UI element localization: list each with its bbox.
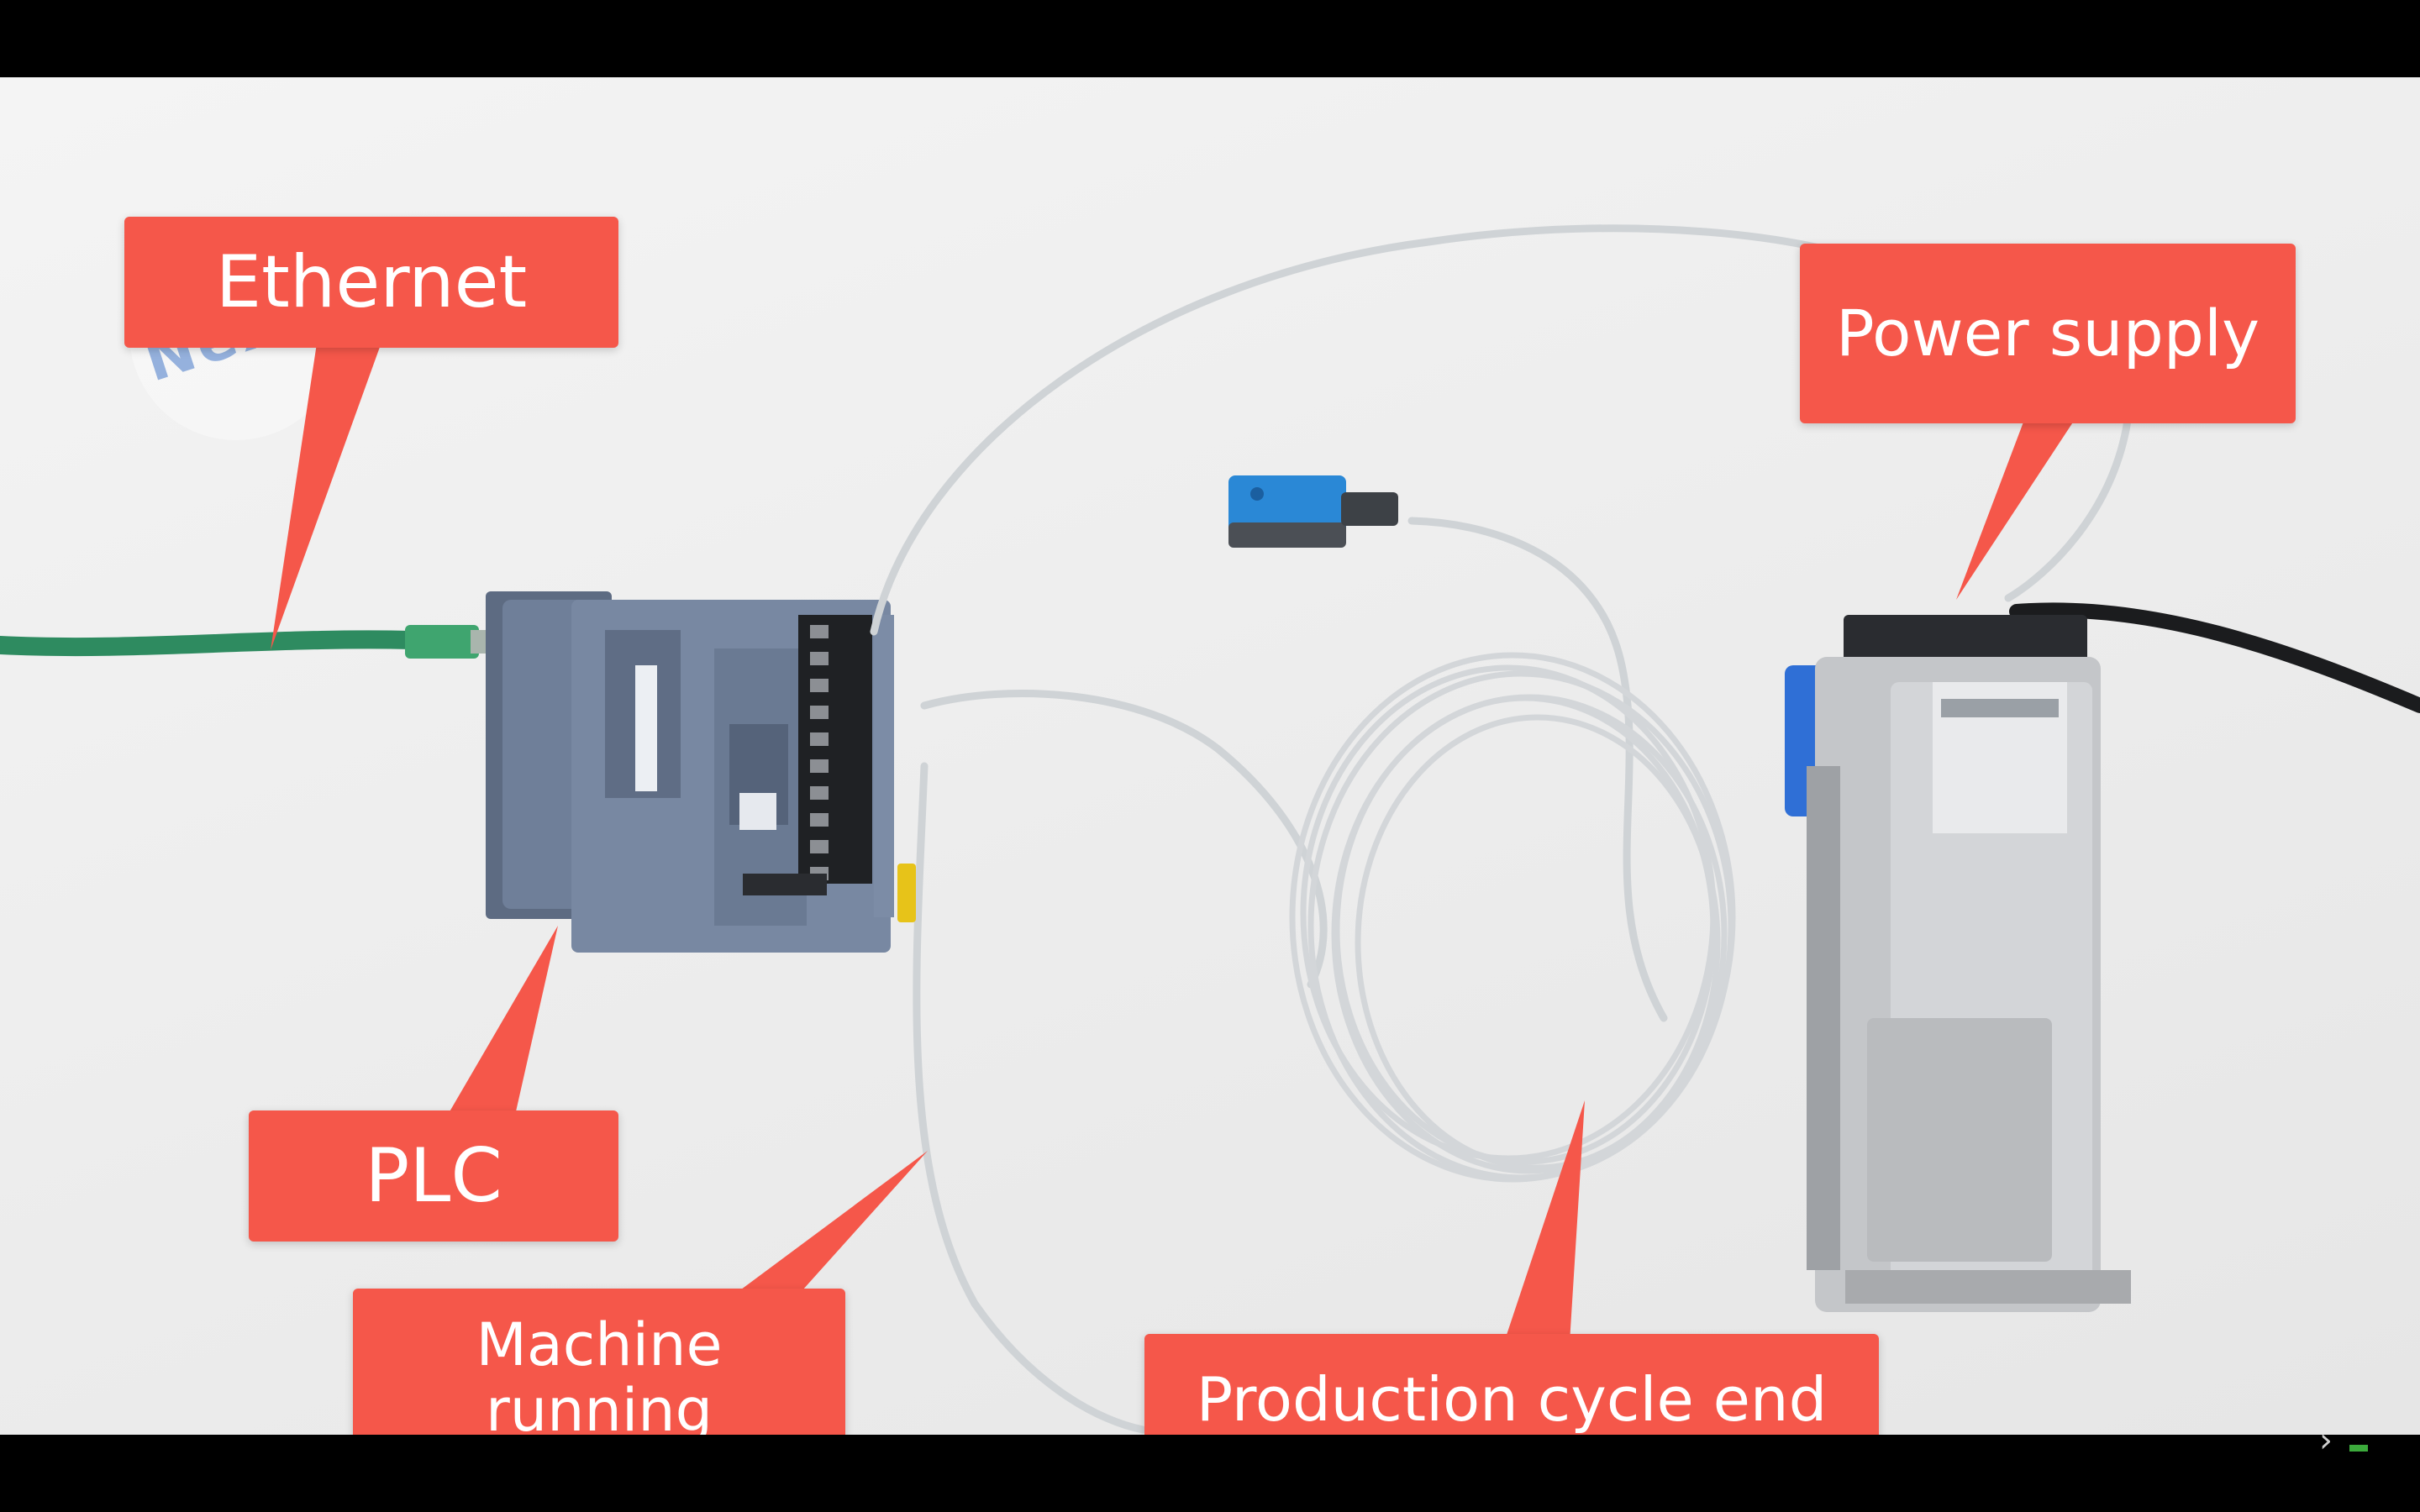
power-supply-callout: Power supply [1800,244,2296,423]
wiring-photo-illustration [0,224,2420,1434]
sensor-cable [1407,517,1668,1022]
machine-running-pointer [731,1151,928,1299]
ethernet-cable [0,630,421,657]
cable-machine-running-lead [913,762,1147,1434]
mains-cable [2009,602,2420,713]
player-forward-icon[interactable]: › [2319,1421,2370,1460]
power-supply-pointer [1956,413,2079,600]
photo-sensor [1228,475,1398,548]
production-cycle-end-label: Production cycle end [1196,1363,1828,1435]
power-supply-label: Power supply [1835,296,2260,371]
power-supply-unit [1785,615,2131,1312]
cable-coil [1289,652,1736,1183]
top-letterbox [0,0,2420,77]
machine-running-callout: Machine running [353,1289,845,1435]
production-cycle-end-callout: Production cycle end [1144,1334,1879,1435]
plc-callout: PLC [249,1110,618,1242]
ethernet-connector [405,625,479,659]
player-progress-mark [2349,1445,2368,1452]
plc-pointer [445,926,558,1119]
cable-machine-running [920,690,1328,989]
photo-scene: NeXT Ethernet Power supply PLC Machine r… [0,77,2420,1435]
bottom-letterbox [0,1435,2420,1512]
production-cycle-end-pointer [1504,1100,1585,1342]
ethernet-callout: Ethernet [124,217,618,348]
machine-running-label-line2: running [485,1376,713,1435]
callout-pointers [271,338,2079,1342]
ethernet-label: Ethernet [215,239,528,324]
machine-running-label-line1: Machine [476,1310,723,1379]
plc-label: PLC [365,1131,502,1219]
ethernet-pointer [271,338,383,650]
plc-unit [486,591,894,953]
